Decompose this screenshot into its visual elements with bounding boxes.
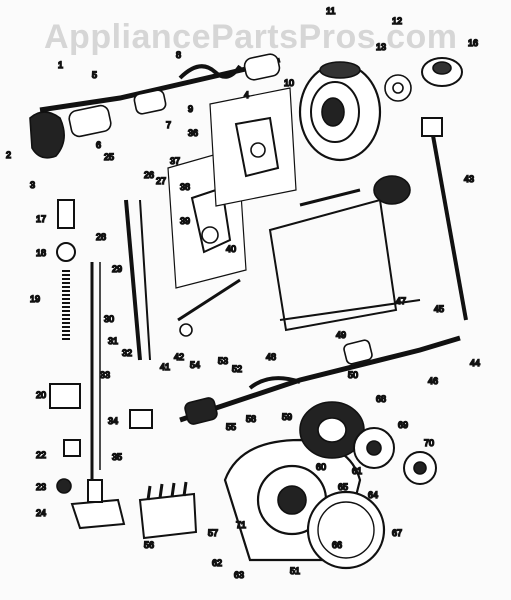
- inset-box-36: [209, 87, 297, 207]
- callout-67: 67: [392, 528, 402, 538]
- callout-56: 56: [144, 540, 154, 550]
- callout-57: 57: [208, 528, 218, 538]
- rod-43: [430, 129, 468, 321]
- callout-29: 29: [112, 264, 122, 274]
- callout-5: 5: [92, 70, 97, 80]
- callout-41: 41: [160, 362, 170, 372]
- lower-shaft: [179, 335, 461, 425]
- knob-16: [421, 57, 463, 87]
- gear-56: [138, 481, 198, 540]
- callout-23: 23: [36, 482, 46, 492]
- callout-63: 63: [234, 570, 244, 580]
- callout-7: 7: [166, 120, 171, 130]
- callout-69: 69: [398, 420, 408, 430]
- callout-39: 39: [180, 216, 190, 226]
- callout-24: 24: [36, 508, 46, 518]
- callout-61: 61: [352, 466, 362, 476]
- callout-42: 42: [174, 352, 184, 362]
- callout-33: 33: [100, 370, 110, 380]
- callout-53: 53: [218, 356, 228, 366]
- callout-55: 55: [226, 422, 236, 432]
- callout-70: 70: [424, 438, 434, 448]
- callout-10: 10: [284, 78, 294, 88]
- bobbin-70: [403, 451, 437, 485]
- callout-52: 52: [232, 364, 242, 374]
- callout-13: 13: [376, 42, 386, 52]
- callout-22: 22: [36, 450, 46, 460]
- callout-46: 46: [428, 376, 438, 386]
- callout-36: 36: [188, 128, 198, 138]
- callout-64: 64: [368, 490, 378, 500]
- bar-28: [124, 199, 142, 361]
- callout-32: 32: [122, 348, 132, 358]
- callout-40: 40: [226, 244, 236, 254]
- presser-foot-24: [70, 479, 126, 530]
- callout-35: 35: [112, 452, 122, 462]
- callout-65: 65: [338, 482, 348, 492]
- needle-bar-assembly: [56, 199, 101, 480]
- watermark-text: AppliancePartsPros.com: [44, 18, 458, 56]
- callout-12: 12: [392, 16, 402, 26]
- callout-59: 59: [282, 412, 292, 422]
- callout-16: 16: [468, 38, 478, 48]
- callout-28: 28: [96, 232, 106, 242]
- hook-housing: [223, 438, 386, 570]
- callout-47: 47: [396, 296, 406, 306]
- callout-20: 20: [36, 390, 46, 400]
- callout-62: 62: [212, 558, 222, 568]
- upper-main-shaft: [39, 53, 281, 138]
- callout-11: 11: [326, 6, 335, 16]
- callout-17: 17: [36, 214, 46, 224]
- callout-66: 66: [332, 540, 342, 550]
- callout-43: 43: [464, 174, 474, 184]
- small-parts: [49, 278, 241, 494]
- callout-27: 27: [156, 176, 166, 186]
- callout-18: 18: [36, 248, 46, 258]
- callout-1: 1: [58, 60, 63, 70]
- callout-2: 2: [6, 150, 11, 160]
- callout-68: 68: [376, 394, 386, 404]
- callout-71: 71: [236, 520, 246, 530]
- callout-6: 6: [96, 140, 101, 150]
- callout-25: 25: [104, 152, 114, 162]
- callout-51: 51: [290, 566, 300, 576]
- callout-60: 60: [316, 462, 326, 472]
- callout-8: 8: [176, 50, 181, 60]
- left-cam: [29, 111, 65, 159]
- callout-34: 34: [108, 416, 118, 426]
- callout-31: 31: [108, 336, 118, 346]
- callout-49: 49: [336, 330, 346, 340]
- callout-3: 3: [30, 180, 35, 190]
- callout-labels: 1 2 3 4 5 6 7 8 9 10 11 12 13 16 17 18 1…: [5, 5, 481, 581]
- bobbin-case-68: [299, 401, 365, 459]
- callout-9: 9: [188, 104, 193, 114]
- feed-frame: [268, 175, 421, 332]
- callout-4: 4: [244, 90, 249, 100]
- callout-38: 38: [180, 182, 190, 192]
- callout-44: 44: [470, 358, 480, 368]
- callout-45: 45: [434, 304, 444, 314]
- callout-48: 48: [266, 352, 276, 362]
- callout-50: 50: [348, 370, 358, 380]
- callout-58: 58: [246, 414, 256, 424]
- callout-30: 30: [104, 314, 114, 324]
- pulley-wheel: [298, 61, 382, 162]
- callout-26: 26: [144, 170, 154, 180]
- callout-19: 19: [30, 294, 40, 304]
- bobbin-69: [353, 427, 395, 469]
- callout-54: 54: [190, 360, 200, 370]
- callout-37: 37: [170, 156, 180, 166]
- bracket-ring: [384, 74, 412, 102]
